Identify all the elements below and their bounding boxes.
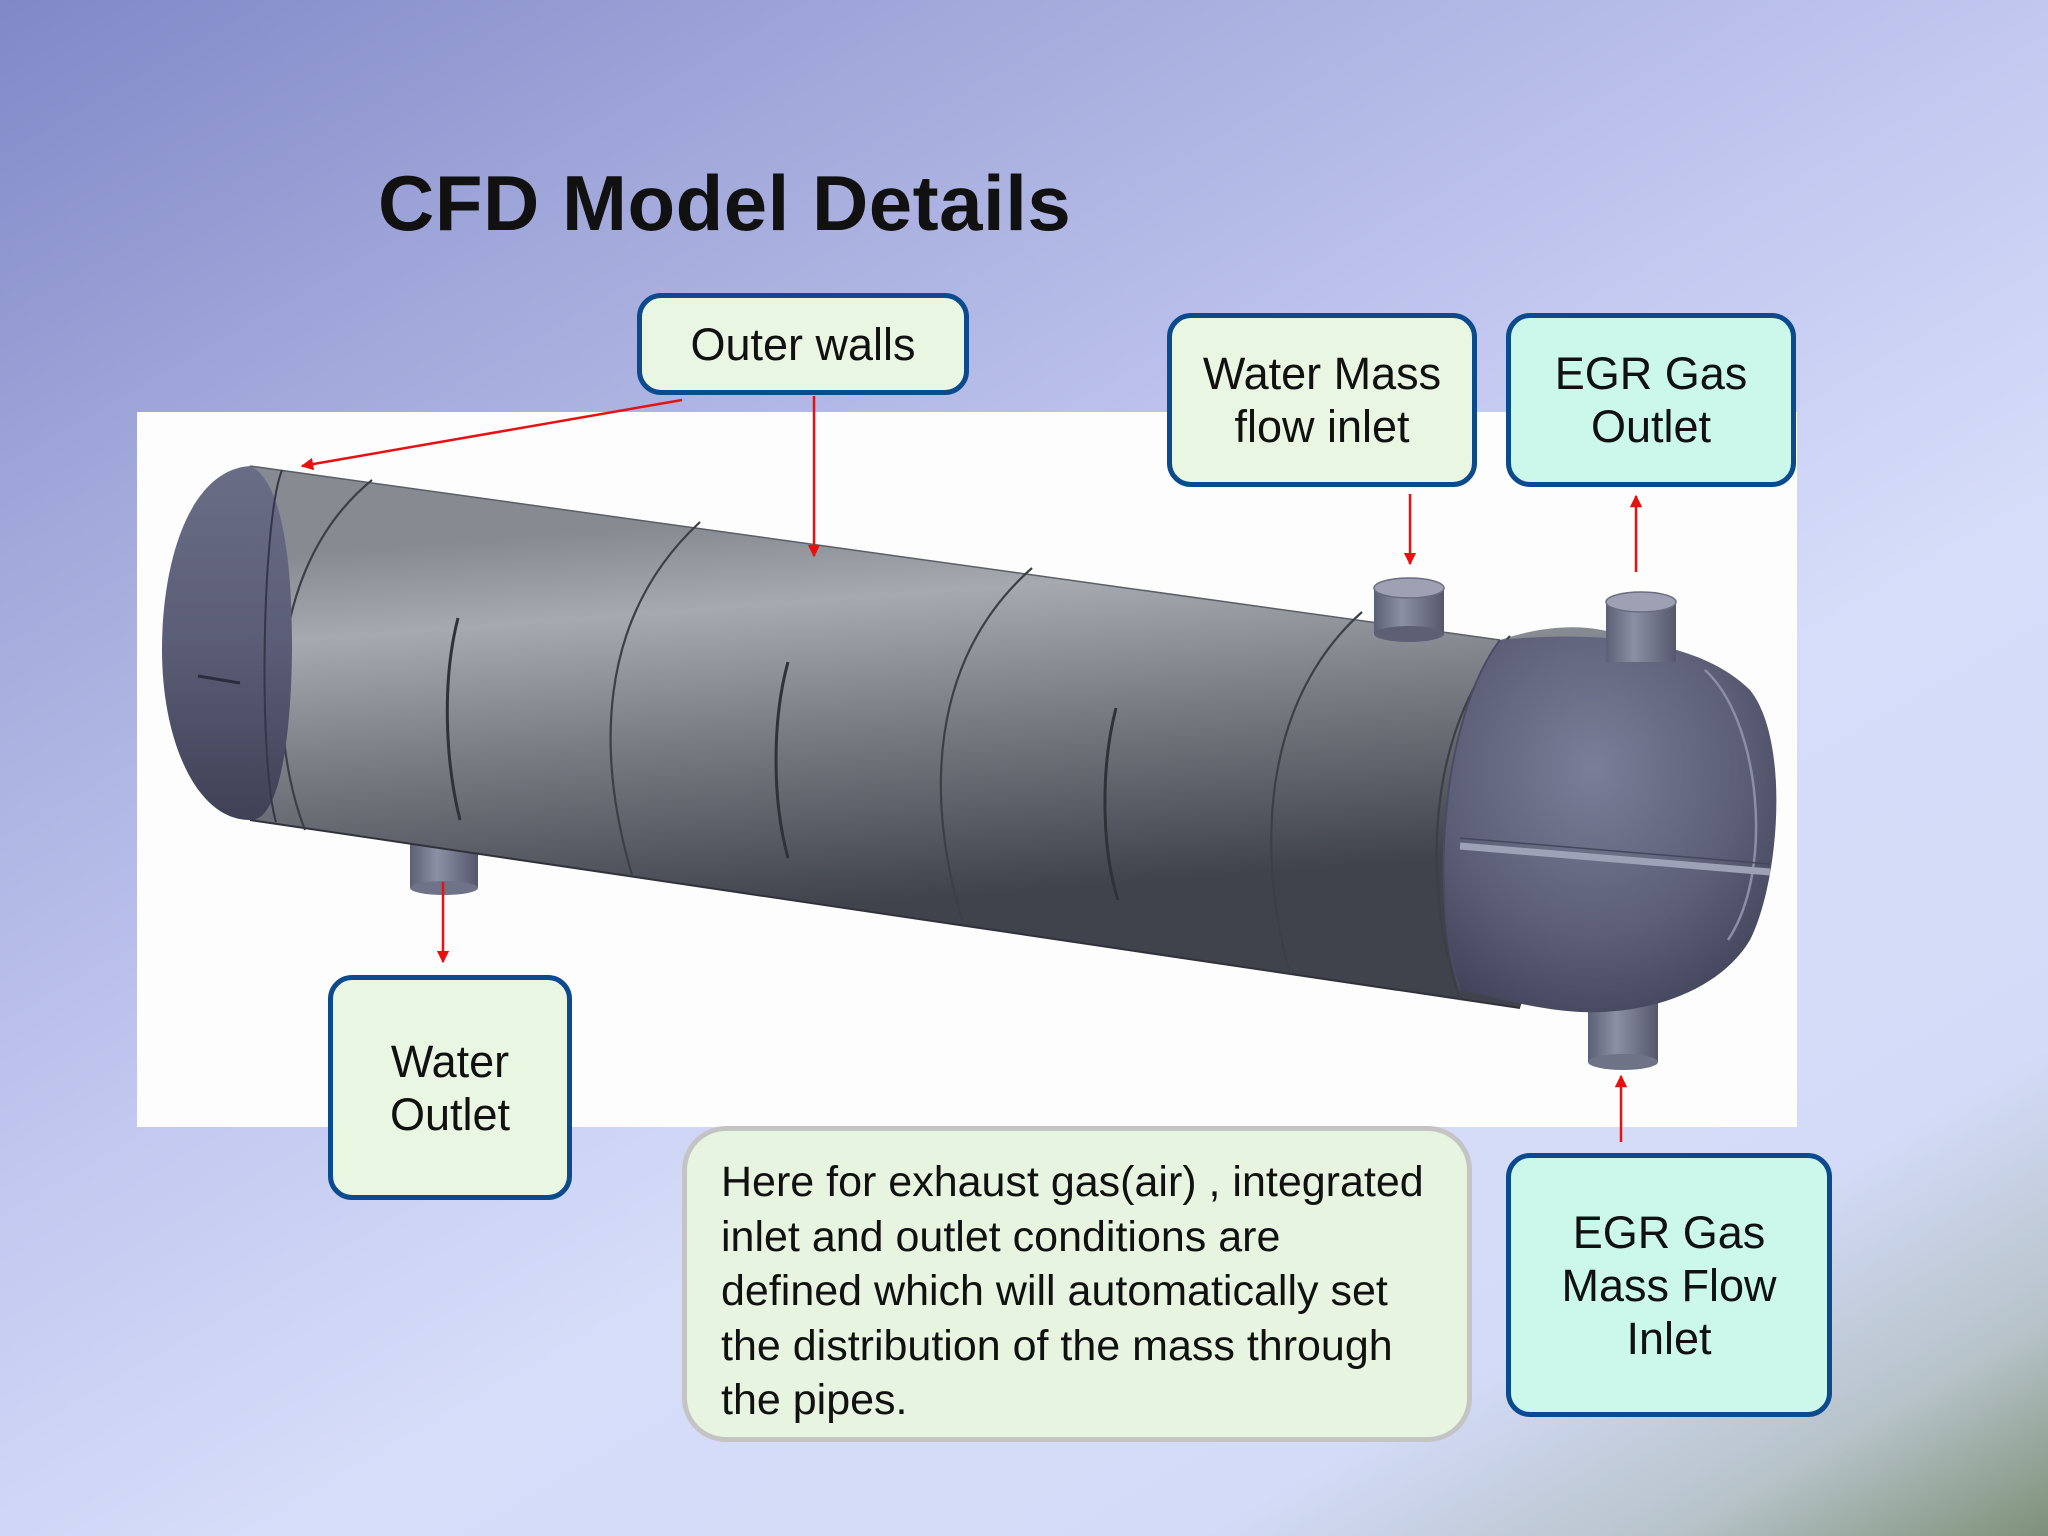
outer-walls-label: Outer walls: [637, 293, 969, 395]
egr-gas-outlet-nozzle: [1605, 591, 1677, 662]
water-mass-flow-inlet-text: Water Mass flow inlet: [1202, 348, 1442, 452]
callout-arrows: [300, 396, 1643, 1142]
water-outlet-label: Water Outlet: [328, 975, 572, 1200]
water-mass-flow-inlet-label: Water Mass flow inlet: [1167, 313, 1477, 487]
note-text: Here for exhaust gas(air) , integrated i…: [721, 1158, 1424, 1424]
right-head: [1443, 636, 1777, 1013]
slide-title: CFD Model Details: [378, 159, 1072, 247]
water-outlet-text: Water Outlet: [389, 1035, 511, 1140]
egr-gas-outlet-label: EGR Gas Outlet: [1506, 313, 1796, 487]
note-box: Here for exhaust gas(air) , integrated i…: [682, 1126, 1472, 1442]
left-head: [162, 466, 292, 821]
arrow-outer-walls-left: [300, 398, 683, 471]
egr-gas-mass-flow-inlet-label: EGR Gas Mass Flow Inlet: [1506, 1153, 1832, 1417]
outer-walls-text: Outer walls: [690, 318, 916, 370]
egr-gas-mass-flow-inlet-text: EGR Gas Mass Flow Inlet: [1561, 1206, 1777, 1364]
water-inlet-nozzle: [1373, 577, 1445, 642]
baffle-slots: [445, 617, 1120, 901]
egr-gas-outlet-text: EGR Gas Outlet: [1554, 348, 1748, 452]
